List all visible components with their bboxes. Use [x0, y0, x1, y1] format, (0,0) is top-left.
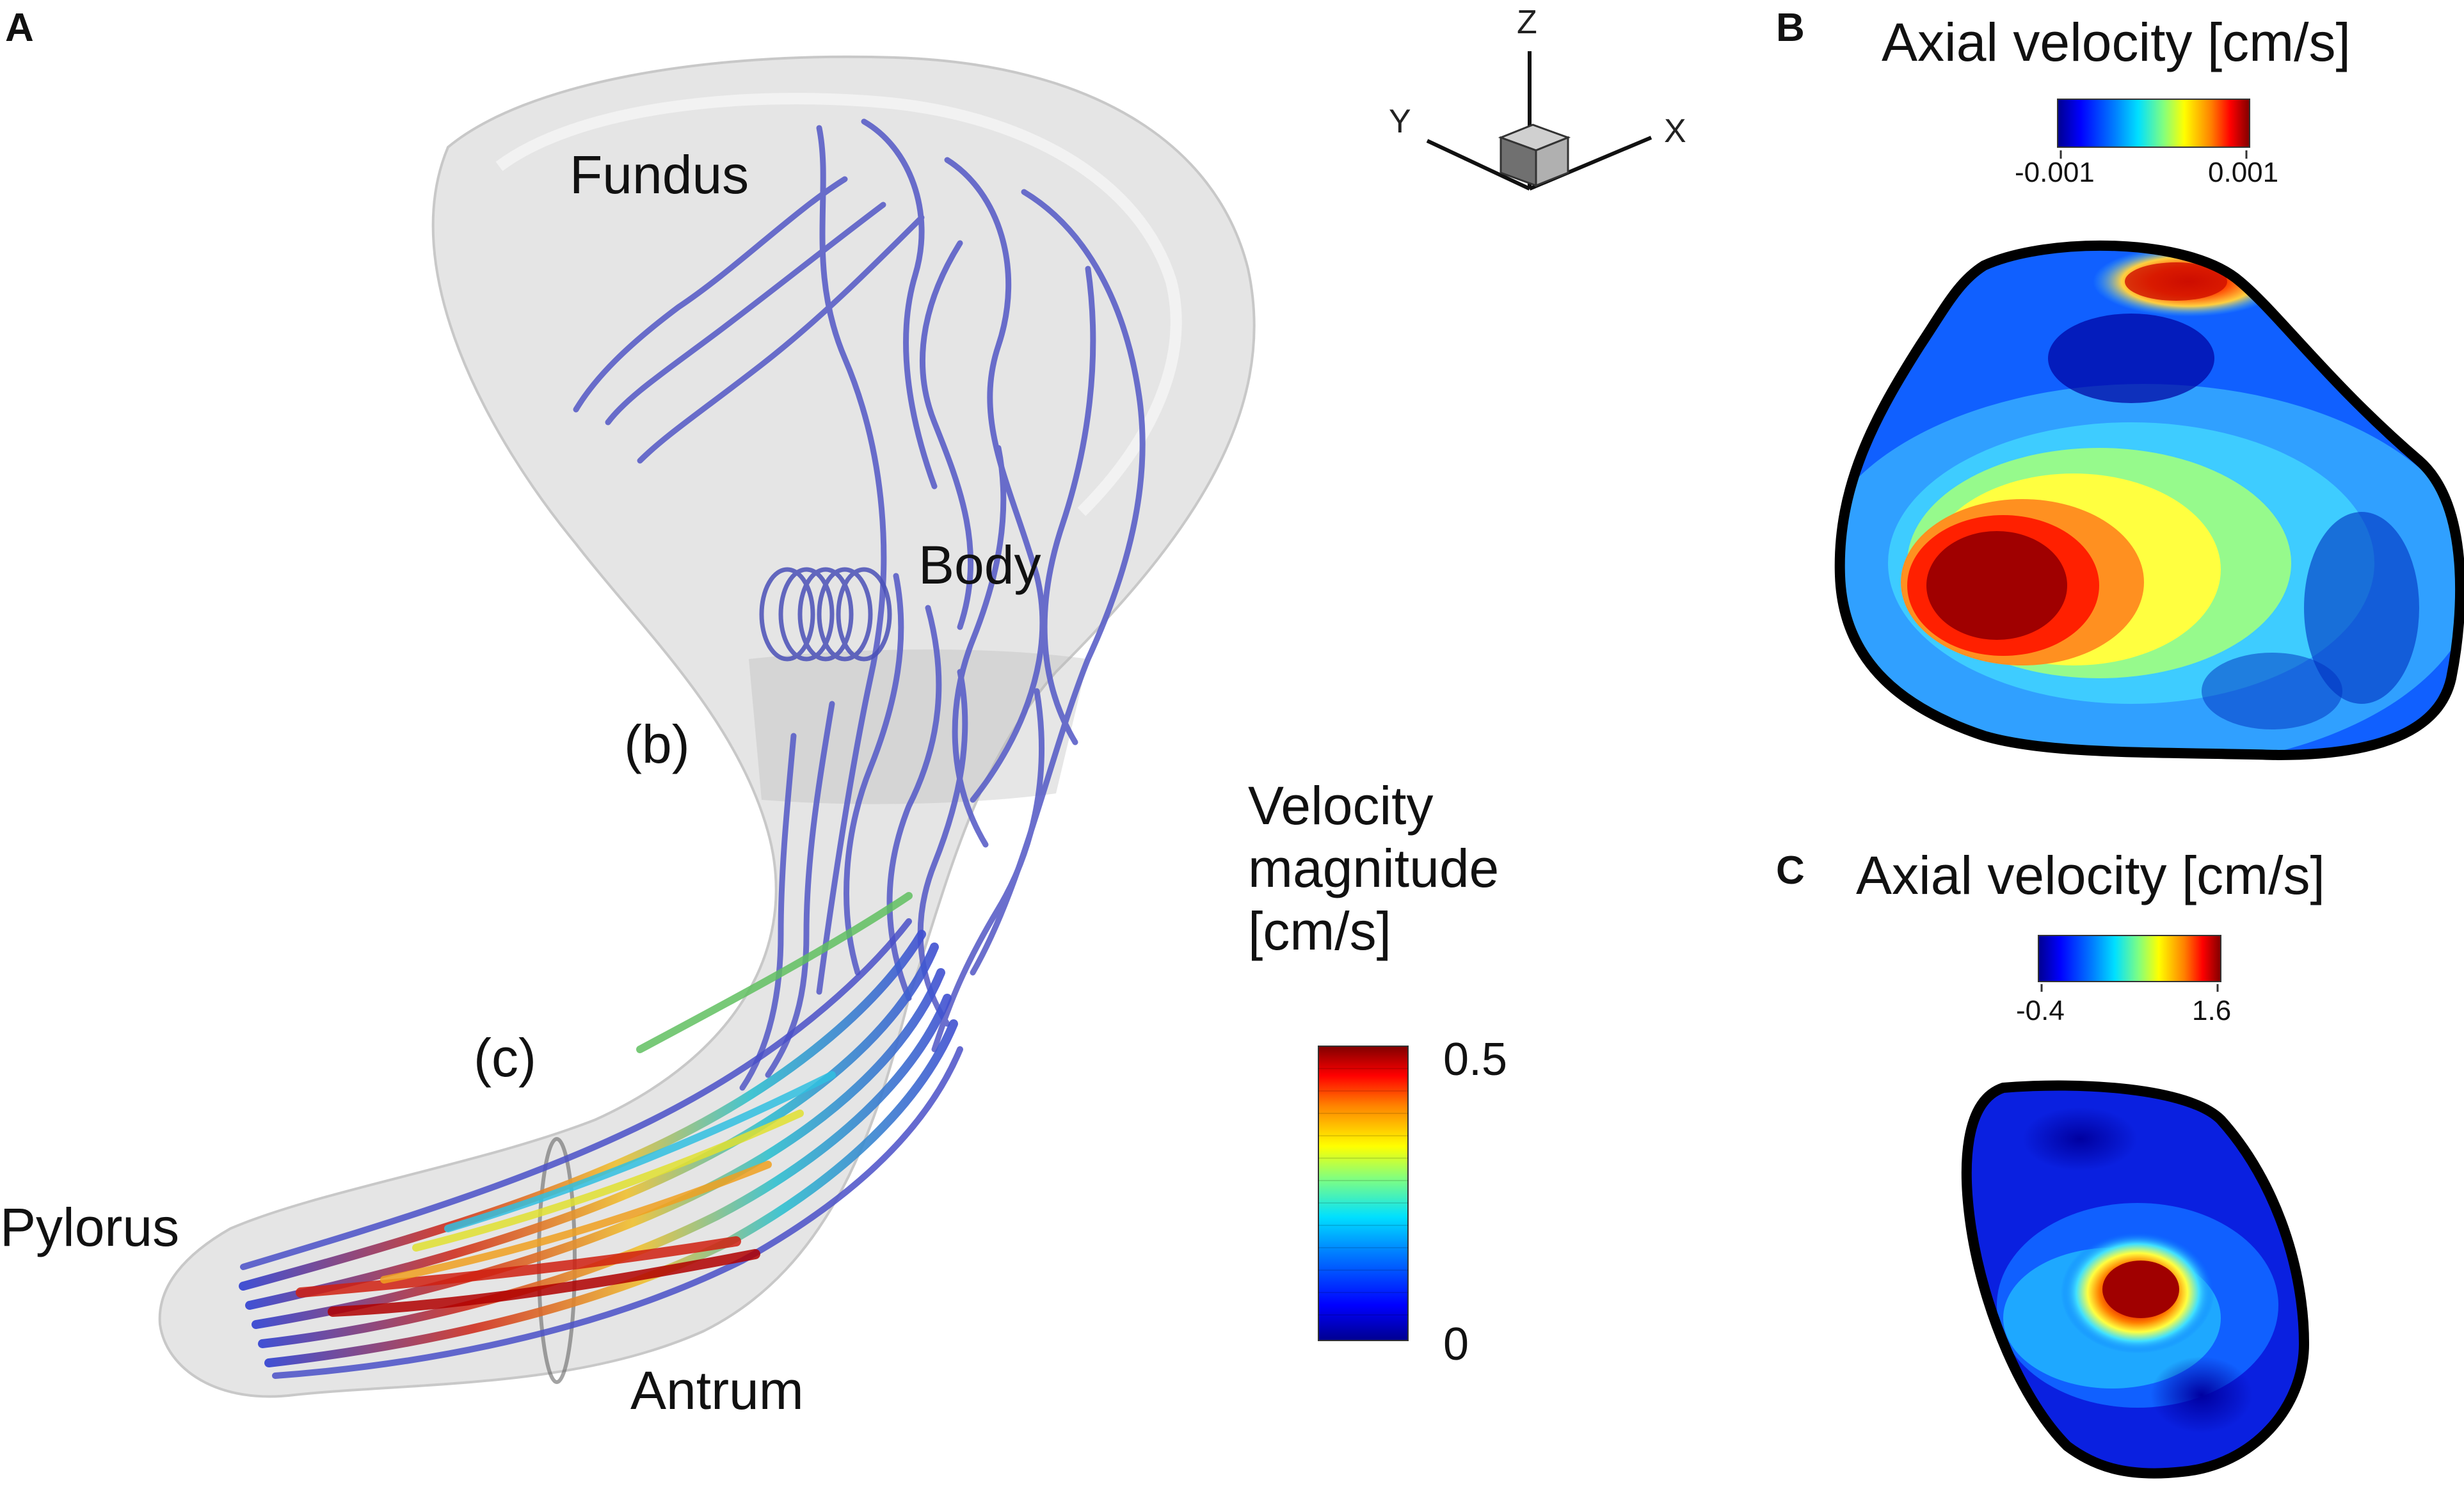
colorbar-a-title: Velocity magnitude [cm/s] [1248, 774, 1499, 962]
panel-c-title: Axial velocity [cm/s] [1856, 845, 2325, 905]
colorbar-a-bands [1318, 1068, 1408, 1316]
label-section-b: (b) [624, 714, 690, 774]
label-body: Body [918, 535, 1041, 595]
section-band-b [749, 649, 1088, 804]
axis-label-z: Z [1517, 4, 1537, 41]
contour-c [1966, 1085, 2304, 1474]
colorbar-c [2038, 935, 2221, 982]
colorbar-a [1318, 1046, 1409, 1341]
colorbar-b [2057, 99, 2250, 148]
label-section-c: (c) [474, 1028, 536, 1088]
colorbar-a-title-line2: magnitude [1248, 838, 1500, 898]
panel-letter-b: B [1776, 6, 1805, 50]
panel-letter-a: A [5, 6, 34, 50]
axis-label-y: Y [1389, 103, 1411, 140]
axis-label-x: X [1664, 113, 1686, 150]
colorbar-b-max: 0.001 [2208, 157, 2279, 188]
panel-letter-c: C [1776, 848, 1805, 893]
label-antrum: Antrum [630, 1360, 804, 1420]
label-fundus: Fundus [570, 145, 749, 205]
colorbar-c-max: 1.6 [2192, 995, 2232, 1026]
streamline-loops-body [759, 567, 892, 662]
colorbar-a-title-line1: Velocity [1248, 776, 1434, 836]
outline-c [1961, 1080, 2310, 1479]
colorbar-a-title-line3: [cm/s] [1248, 901, 1391, 961]
streamlines-upper [573, 118, 1146, 1091]
stomach-shell [158, 55, 1256, 1398]
colorbar-b-min: -0.001 [2015, 157, 2095, 188]
axis-cube [1498, 123, 1571, 187]
outline-b [1834, 240, 2464, 761]
streamlines-antrum [239, 892, 963, 1379]
label-pylorus: Pylorus [0, 1197, 180, 1257]
colorbar-a-min: 0 [1443, 1319, 1469, 1370]
panel-b-title: Axial velocity [cm/s] [1882, 12, 2351, 72]
stomach-shell-highlight [495, 93, 1182, 516]
colorbar-c-min: -0.4 [2016, 995, 2065, 1026]
contour-b [1839, 245, 2461, 755]
colorbar-a-max: 0.5 [1443, 1034, 1508, 1085]
